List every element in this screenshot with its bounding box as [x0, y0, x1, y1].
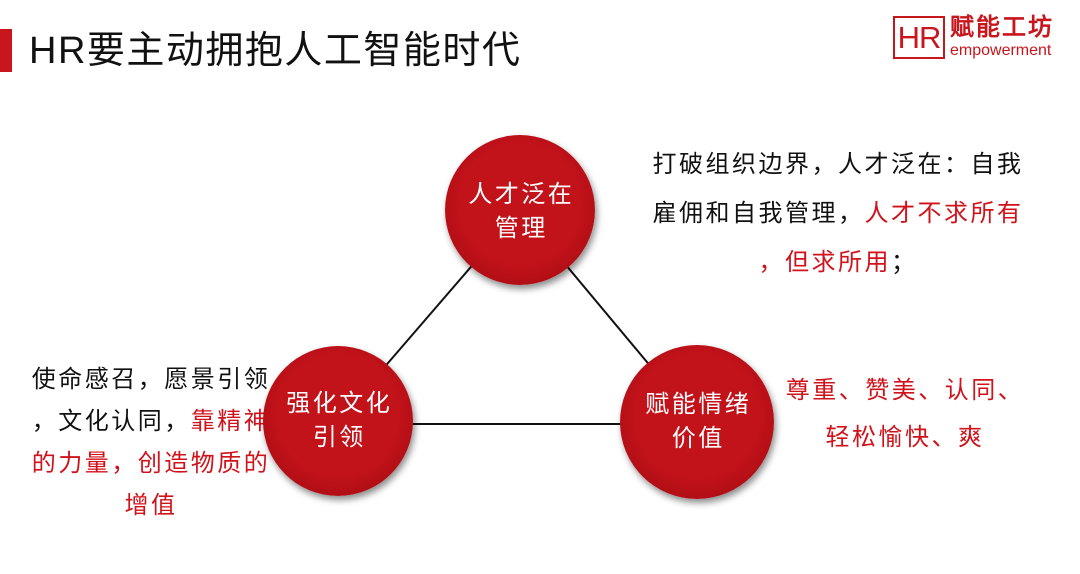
node-culture-leadership: 强化文化 引领 [263, 346, 413, 496]
node-label-line: 强化文化 [286, 390, 393, 417]
note-segment: 雇佣和自我管理， [652, 200, 865, 227]
node-label-line: 人才泛在 [468, 181, 575, 208]
note-line: 打破组织边界，人才泛在：自我 [648, 140, 1028, 189]
note-line: 增值 [29, 485, 273, 527]
note-left: 使命感召，愿景引领 ，文化认同，靠精神 的力量，创造物质的 增值 [29, 359, 273, 527]
note-segment: ，文化认同， [31, 408, 191, 435]
note-line: ，文化认同，靠精神 [29, 401, 273, 443]
logo-mark: HR [893, 16, 945, 59]
node-label-line: 价值 [671, 425, 725, 452]
slide-title: HR要主动拥抱人工智能时代 [29, 30, 522, 72]
note-segment: 打破组织边界，人才泛在：自我 [652, 151, 1024, 178]
note-segment: ，但求所用 [758, 249, 891, 276]
node-label-line: 赋能情绪 [645, 391, 752, 418]
logo-tagline: empowerment [950, 42, 1052, 59]
note-line: 使命感召，愿景引领 [29, 359, 273, 401]
note-segment: ； [891, 249, 918, 276]
note-segment: 轻松愉快、爽 [825, 424, 985, 451]
logo-name: 赋能工坊 [950, 14, 1054, 41]
note-segment: 使命感召，愿景引领 [31, 366, 271, 393]
node-emotional-value: 赋能情绪 价值 [620, 345, 774, 499]
note-line: 轻松愉快、爽 [782, 414, 1028, 461]
node-talent-management: 人才泛在 管理 [445, 135, 595, 285]
note-line: 尊重、赞美、认同、 [782, 367, 1028, 414]
note-line: 的力量，创造物质的 [29, 443, 273, 485]
node-label-line: 管理 [494, 215, 548, 242]
title-accent-bar [0, 29, 12, 72]
note-segment: 人才不求所有 [864, 200, 1024, 227]
note-right: 尊重、赞美、认同、 轻松愉快、爽 [782, 367, 1028, 461]
note-line: 雇佣和自我管理，人才不求所有 [648, 189, 1028, 238]
note-segment: 尊重、赞美、认同、 [785, 377, 1025, 404]
note-line: ，但求所用； [648, 238, 1028, 287]
note-top-right: 打破组织边界，人才泛在：自我 雇佣和自我管理，人才不求所有 ，但求所用； [648, 140, 1028, 287]
note-segment: 的力量，创造物质的 [31, 450, 271, 477]
node-label-line: 引领 [312, 424, 366, 451]
note-segment: 靠精神 [190, 408, 271, 435]
note-segment: 增值 [124, 492, 178, 519]
brand-logo: HR 赋能工坊 empowerment [893, 15, 1058, 61]
